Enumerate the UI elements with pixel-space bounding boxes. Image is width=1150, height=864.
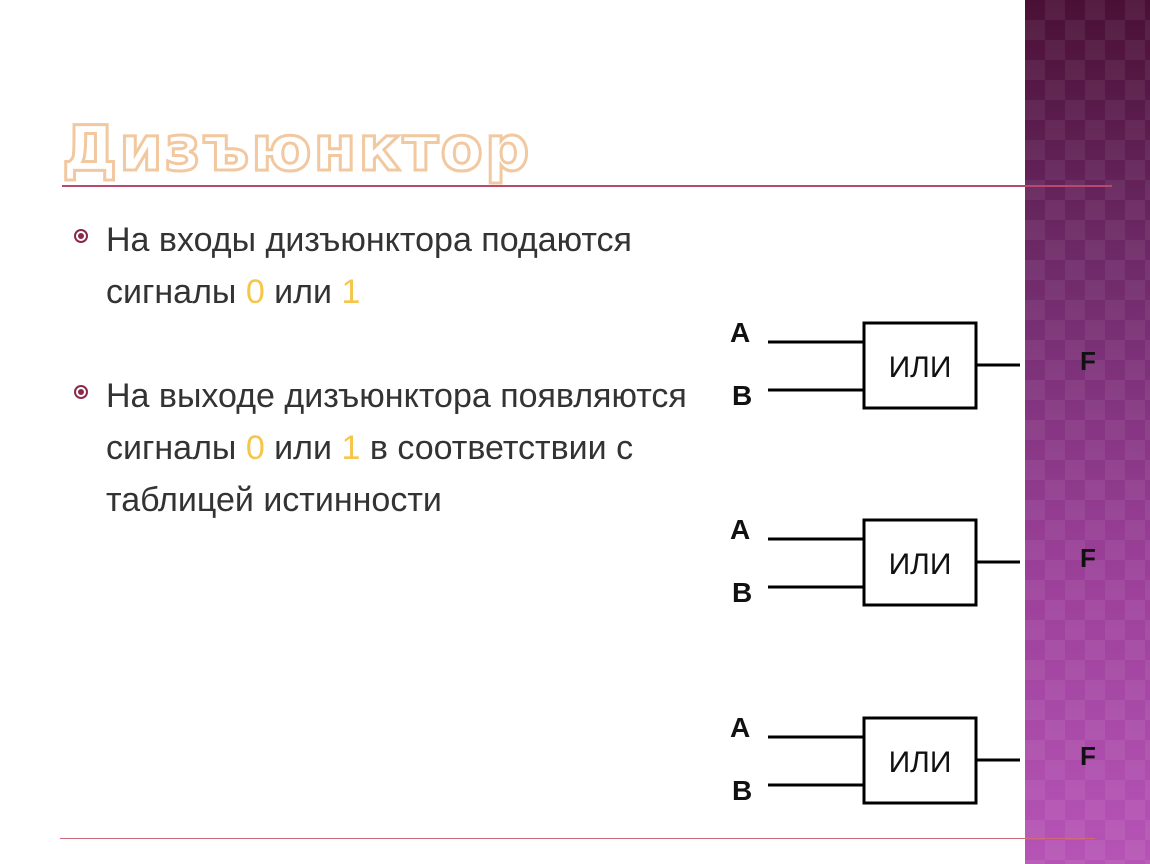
signal-zero: 0	[245, 429, 265, 467]
signal-one: 1	[341, 429, 361, 467]
or-gate-2: A B ИЛИ	[730, 514, 1020, 608]
bottom-divider	[60, 838, 1095, 839]
bullet-circle-icon	[74, 385, 88, 399]
bullet-list: На входы дизъюнктора подаются сигналы 0 …	[72, 214, 712, 578]
bullet-circle-icon	[74, 229, 88, 243]
bullet-text: На входы дизъюнктора подаются сигналы	[106, 221, 632, 311]
gate-input-b: B	[732, 577, 752, 608]
bullet-text-or: или	[264, 273, 342, 311]
gate-box	[862, 716, 978, 805]
gate-input-b: B	[732, 380, 752, 411]
gate-output-f: F	[1080, 346, 1096, 376]
or-gate-1: A B ИЛИ	[730, 317, 1020, 411]
gate-outputs: F F F	[1080, 346, 1096, 771]
title-divider	[62, 185, 1112, 187]
signal-zero: 0	[245, 273, 265, 311]
bullet-inputs: На входы дизъюнктора подаются сигналы 0 …	[72, 214, 712, 318]
side-band-pattern	[1025, 0, 1150, 864]
gate-output-f: F	[1080, 741, 1096, 771]
or-gate-diagrams: A B ИЛИ A B ИЛИ A B ИЛИ	[730, 317, 1020, 806]
gate-output-f: F	[1080, 543, 1096, 573]
bullet-text-tail: в соответствии с таблицей истинности	[106, 429, 634, 519]
bullet-text: На выходе дизъюнктора появляются сигналы	[106, 377, 687, 467]
signal-one: 1	[341, 273, 361, 311]
gate-input-b: B	[732, 775, 752, 806]
or-gate-3: A B ИЛИ	[730, 712, 1020, 806]
gate-box	[862, 321, 978, 410]
gate-label: ИЛИ	[889, 548, 952, 581]
gate-input-a: A	[730, 514, 750, 545]
gate-label: ИЛИ	[889, 351, 952, 384]
bullet-output: На выходе дизъюнктора появляются сигналы…	[72, 370, 712, 526]
gate-input-a: A	[730, 317, 750, 348]
gate-input-a: A	[730, 712, 750, 743]
slide-title: Дизъюнктор	[60, 111, 532, 187]
decorative-side-band	[1025, 0, 1150, 864]
bullet-text-or: или	[264, 429, 342, 467]
gate-label: ИЛИ	[889, 746, 952, 779]
